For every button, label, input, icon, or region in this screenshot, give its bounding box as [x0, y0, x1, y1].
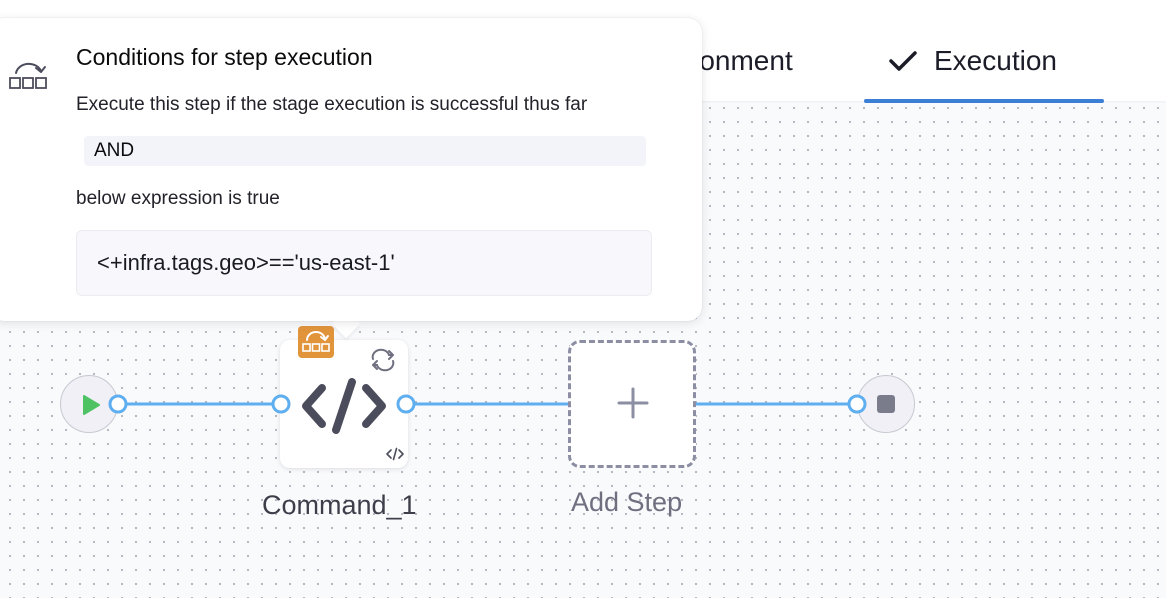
add-step-label: Add Step — [571, 487, 683, 517]
popover-title: Conditions for step execution — [76, 44, 373, 70]
plus-icon — [617, 387, 649, 419]
conditional-execution-badge[interactable] — [298, 326, 334, 358]
end-input-port — [847, 394, 867, 414]
start-output-port — [108, 394, 128, 414]
tab-execution-label: Execution — [934, 45, 1057, 76]
pipeline-start-node[interactable] — [60, 375, 118, 433]
condition-expression: <+infra.tags.geo>=='us-east-1' — [76, 230, 652, 296]
command-input-port — [271, 394, 291, 414]
command-output-port — [396, 394, 416, 414]
tab-execution[interactable]: Execution — [888, 47, 1057, 75]
command-step-label: Command_1 — [262, 490, 417, 520]
add-step-node[interactable] — [568, 340, 696, 468]
loop-icon — [371, 348, 395, 372]
stop-icon — [877, 395, 895, 413]
check-icon — [889, 51, 917, 71]
conditional-execution-icon — [9, 62, 47, 89]
condition-expression-text: <+infra.tags.geo>=='us-east-1' — [97, 250, 395, 275]
tab-environment[interactable]: ronment — [690, 47, 793, 75]
step-type-code-icon — [386, 447, 404, 461]
conditional-execution-icon — [302, 331, 330, 352]
code-icon — [302, 378, 386, 434]
active-tab-indicator — [864, 99, 1104, 103]
operator-label: AND — [94, 140, 135, 161]
command-step-node[interactable] — [280, 340, 408, 468]
tab-environment-label: ronment — [690, 45, 793, 76]
play-icon — [83, 395, 100, 415]
popover-description: Execute this step if the stage execution… — [76, 94, 588, 115]
operator-badge: AND — [84, 136, 646, 166]
popover-condition-text: below expression is true — [76, 188, 280, 209]
conditions-popover: Conditions for step execution Execute th… — [0, 18, 702, 321]
